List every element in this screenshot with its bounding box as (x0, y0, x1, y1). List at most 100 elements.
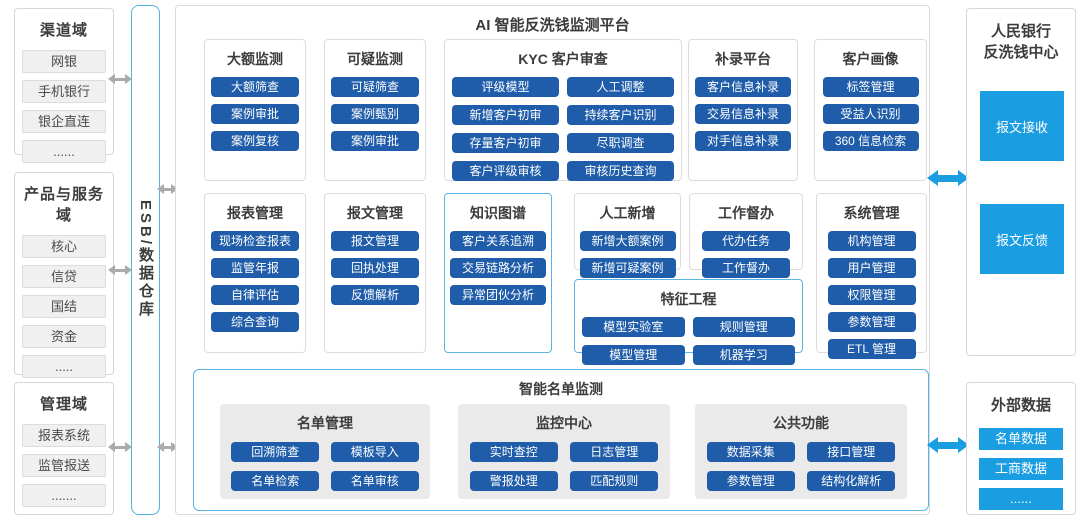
feature-button[interactable]: 新增大额案例 (579, 231, 676, 251)
feature-button[interactable]: 模型实验室 (582, 317, 685, 337)
external-data-blocks: 名单数据工商数据...... (967, 428, 1075, 510)
feature-button[interactable]: 客户评级审核 (452, 161, 559, 181)
data-block[interactable]: ...... (979, 488, 1063, 510)
domain-box-product-service: 产品与服务域核心信贷国结资金..... (14, 172, 114, 378)
feature-button[interactable]: 机构管理 (827, 231, 916, 251)
button-list: 客户关系追溯交易链路分析异常团伙分析 (450, 231, 546, 305)
group-title: 监控中心 (536, 415, 592, 431)
feature-button[interactable]: 日志管理 (570, 442, 659, 462)
feature-button[interactable]: 用户管理 (827, 258, 916, 278)
esb-label: ESB/数据仓库 (137, 200, 154, 320)
blue-double-arrow (927, 437, 969, 453)
feature-button[interactable]: 现场检查报表 (211, 231, 299, 251)
group-title: 名单管理 (297, 415, 353, 431)
button-list: 回溯筛查模板导入名单检索名单审核 (230, 442, 420, 491)
feature-button[interactable]: 综合查询 (211, 312, 299, 332)
feature-button[interactable]: 交易链路分析 (450, 258, 546, 278)
feature-button[interactable]: 警报处理 (469, 471, 558, 491)
feature-button[interactable]: 存量客户初审 (452, 133, 559, 153)
feature-button[interactable]: 参数管理 (827, 312, 916, 332)
group-large-amount-monitoring: 大额监测大额筛查案例审批案例复核 (204, 39, 306, 181)
button-list: 客户信息补录交易信息补录对手信息补录 (695, 77, 791, 151)
feature-button[interactable]: 新增可疑案例 (579, 258, 676, 278)
feature-button[interactable]: 规则管理 (692, 317, 795, 337)
feature-button[interactable]: 标签管理 (822, 77, 919, 97)
button-list: 代办任务工作督办 (697, 231, 795, 278)
feature-button[interactable]: 名单检索 (231, 471, 320, 491)
feature-button[interactable]: 评级模型 (452, 77, 559, 97)
group-title: 报表管理 (227, 205, 283, 221)
data-block[interactable]: 名单数据 (979, 428, 1063, 450)
gray-double-arrow (108, 442, 132, 452)
feature-button[interactable]: 数据采集 (706, 442, 795, 462)
domain-item-list: 网银手机银行银企直连...... (22, 50, 106, 163)
gray-double-arrow (108, 265, 132, 275)
feature-button[interactable]: 工作督办 (702, 258, 790, 278)
domain-item: 国结 (22, 295, 106, 318)
feature-button[interactable]: 模板导入 (330, 442, 419, 462)
domain-item: ..... (22, 355, 106, 378)
feature-button[interactable]: 回执处理 (331, 258, 419, 278)
feature-button[interactable]: 实时查控 (469, 442, 558, 462)
domain-title: 管理域 (39, 396, 88, 413)
group-title: 可疑监测 (347, 51, 403, 67)
platform-title: AI 智能反洗钱监测平台 (475, 17, 630, 34)
feature-button[interactable]: 尽职调查 (567, 133, 674, 153)
feature-button[interactable]: 模型管理 (582, 345, 685, 365)
button-list: 现场检查报表监管年报自律评估综合查询 (211, 231, 299, 332)
message-receive-block[interactable]: 报文接收 (980, 91, 1064, 161)
feature-button[interactable]: 案例甄别 (331, 104, 419, 124)
feature-button[interactable]: 受益人识别 (822, 104, 919, 124)
feature-button[interactable]: 代办任务 (702, 231, 790, 251)
feature-button[interactable]: 报文管理 (331, 231, 419, 251)
domain-item: 银企直连 (22, 110, 106, 133)
feature-button[interactable]: 交易信息补录 (695, 104, 791, 124)
feature-button[interactable]: 360 信息检索 (822, 131, 919, 151)
feature-button[interactable]: 客户信息补录 (695, 77, 791, 97)
feature-button[interactable]: 大额筛查 (211, 77, 299, 97)
button-list: 评级模型人工调整新增客户初审持续客户识别存量客户初审尽职调查客户评级审核审核历史… (452, 77, 674, 181)
group-common-functions: 公共功能数据采集接口管理参数管理结构化解析 (695, 404, 907, 499)
button-list: 可疑筛查案例甄别案例审批 (331, 77, 419, 151)
domain-item-list: 核心信贷国结资金..... (22, 235, 106, 378)
feature-button[interactable]: 案例复核 (211, 131, 299, 151)
message-feedback-block[interactable]: 报文反馈 (980, 204, 1064, 274)
feature-button[interactable]: 匹配规则 (570, 471, 659, 491)
feature-button[interactable]: 持续客户识别 (567, 105, 674, 125)
feature-button[interactable]: 接口管理 (807, 442, 896, 462)
feature-button[interactable]: 监管年报 (211, 258, 299, 278)
feature-button[interactable]: ETL 管理 (827, 339, 916, 359)
feature-button[interactable]: 可疑筛查 (331, 77, 419, 97)
feature-button[interactable]: 新增客户初审 (452, 105, 559, 125)
domain-item: 网银 (22, 50, 106, 73)
feature-button[interactable]: 回溯筛查 (231, 442, 320, 462)
domain-box-channel: 渠道域网银手机银行银企直连...... (14, 8, 114, 163)
group-list-management: 名单管理回溯筛查模板导入名单检索名单审核 (220, 404, 430, 499)
blue-double-arrow (927, 170, 969, 186)
data-block[interactable]: 工商数据 (979, 458, 1063, 480)
feature-button[interactable]: 对手信息补录 (695, 131, 791, 151)
feature-button[interactable]: 权限管理 (827, 285, 916, 305)
domain-box-management: 管理域报表系统监管报送....... (14, 382, 114, 515)
feature-button[interactable]: 审核历史查询 (567, 161, 674, 181)
feature-button[interactable]: 客户关系追溯 (450, 231, 546, 251)
platform-panel: AI 智能反洗钱监测平台 大额监测大额筛查案例审批案例复核 可疑监测可疑筛查案例… (175, 5, 930, 515)
feature-button[interactable]: 自律评估 (211, 285, 299, 305)
feature-button[interactable]: 案例审批 (331, 131, 419, 151)
feature-button[interactable]: 参数管理 (706, 471, 795, 491)
feature-button[interactable]: 名单审核 (330, 471, 419, 491)
domain-item: 资金 (22, 325, 106, 348)
feature-button[interactable]: 异常团伙分析 (450, 285, 546, 305)
feature-button[interactable]: 反馈解析 (331, 285, 419, 305)
group-manual-add: 人工新增新增大额案例新增可疑案例 (574, 193, 681, 278)
feature-button[interactable]: 结构化解析 (807, 471, 896, 491)
feature-button[interactable]: 人工调整 (567, 77, 674, 97)
feature-button[interactable]: 机器学习 (692, 345, 795, 365)
domain-item: 报表系统 (22, 424, 106, 447)
button-list: 大额筛查案例审批案例复核 (211, 77, 299, 151)
feature-button[interactable]: 案例审批 (211, 104, 299, 124)
group-title: KYC 客户审查 (518, 51, 608, 67)
domain-item: 监管报送 (22, 454, 106, 477)
